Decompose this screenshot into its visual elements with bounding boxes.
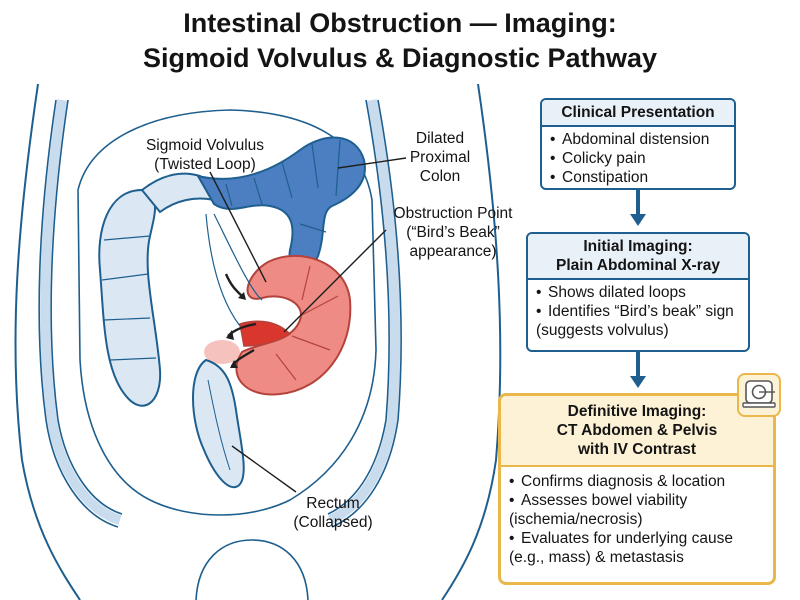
dilated-colon-haustra <box>225 139 341 233</box>
heading-line: Plain Abdominal X-ray <box>556 257 720 274</box>
bullet: • <box>536 284 542 301</box>
page-title: Intestinal Obstruction — Imaging: Sigmoi… <box>0 6 800 76</box>
list-item: • Evaluates for underlying cause <box>509 529 767 548</box>
rectum <box>192 358 245 489</box>
bullet: • <box>509 530 515 547</box>
clinical-presentation-box: Clinical Presentation • Abdominal distens… <box>540 98 736 190</box>
obstruction-point <box>239 320 292 347</box>
heading-line: Initial Imaging: <box>583 238 693 255</box>
abdominal-wall-right <box>327 99 401 525</box>
label-line: Dilated <box>415 130 465 147</box>
ascending-colon <box>98 188 162 407</box>
clinical-presentation-heading: Clinical Presentation <box>542 100 734 127</box>
body-outline <box>14 83 81 600</box>
bullet: • <box>509 473 515 490</box>
label-line: (Twisted Loop) <box>154 156 256 173</box>
rectum-leader-line <box>231 445 297 493</box>
initial-imaging-box: Initial Imaging: Plain Abdominal X-ray •… <box>526 232 750 352</box>
bullet: • <box>536 303 542 320</box>
list-item-text: Abdominal distension <box>562 131 710 148</box>
bullet: • <box>509 492 515 509</box>
volvulus-haustra <box>275 265 339 381</box>
definitive-imaging-heading: Definitive Imaging: CT Abdomen & Pelvis … <box>501 396 773 467</box>
curved-arrow-icon-1 <box>224 273 246 300</box>
ct-scanner-icon <box>737 373 781 417</box>
list-item-text: Evaluates for underlying cause <box>521 530 733 547</box>
list-item-text: Identifies “Bird’s beak” sign <box>548 303 734 320</box>
list-item-text: Constipation <box>562 169 649 186</box>
list-item-continuation: (e.g., mass) & metastasis <box>509 549 684 566</box>
mesentery-lines <box>205 213 263 327</box>
volvulus-leader-line <box>209 171 267 283</box>
arrow-down-icon-head <box>630 376 646 388</box>
arrow-down-icon <box>636 190 640 216</box>
list-item: • Shows dilated loops <box>536 283 742 302</box>
abdominal-wall-left-inner <box>50 99 123 515</box>
bullet: • <box>550 131 556 148</box>
definitive-imaging-list: • Confirms diagnosis & location • Assesses… <box>501 467 773 571</box>
list-item-text: Shows dilated loops <box>548 284 686 301</box>
list-item: • Identifies “Bird’s beak” sign <box>536 302 742 321</box>
clinical-presentation-list: • Abdominal distension • Colicky pain • Con… <box>542 127 734 188</box>
label-line: Rectum <box>306 495 360 512</box>
abdominal-wall-left-edge <box>38 99 119 528</box>
abdominal-wall-right-inner <box>327 99 390 515</box>
list-item-continuation: (suggests volvulus) <box>536 322 669 339</box>
heading-line: CT Abdomen & Pelvis <box>556 422 718 439</box>
obstruction-leader-line <box>283 229 387 333</box>
label-dilated-proximal-colon: Dilated Proximal Colon <box>390 129 490 186</box>
label-line: (Collapsed) <box>293 514 373 531</box>
dilated-leader-line <box>337 157 407 169</box>
label-line: appearance) <box>409 243 497 260</box>
list-item: • Constipation <box>550 168 728 187</box>
heading-line: with IV Contrast <box>578 441 696 458</box>
title-line-1: Intestinal Obstruction — Imaging: <box>183 8 617 38</box>
sigmoid-volvulus-loop <box>235 254 352 396</box>
definitive-imaging-box: Definitive Imaging: CT Abdomen & Pelvis … <box>498 393 776 585</box>
list-item: • Abdominal distension <box>550 130 728 149</box>
curved-arrow-icon-3 <box>230 348 255 368</box>
label-line: Proximal <box>409 149 471 166</box>
obstruction-glow <box>204 340 240 364</box>
arrow-down-icon-head <box>630 214 646 226</box>
list-item-text: Confirms diagnosis & location <box>521 473 726 490</box>
ascending-colon-haustra <box>101 235 157 361</box>
pelvic-outline <box>195 539 309 600</box>
list-item-continuation: (ischemia/necrosis) <box>509 511 643 528</box>
abdominal-wall-left <box>40 99 122 525</box>
rectum-folds <box>207 379 231 471</box>
label-rectum: Rectum (Collapsed) <box>278 494 388 532</box>
list-item: • Assesses bowel viability <box>509 491 767 510</box>
label-sigmoid-volvulus: Sigmoid Volvulus (Twisted Loop) <box>130 136 280 174</box>
peritoneal-cavity <box>77 109 377 516</box>
list-item-text: Colicky pain <box>562 150 646 167</box>
label-obstruction-point: Obstruction Point (“Bird’s Beak” appeara… <box>383 204 523 261</box>
initial-imaging-list: • Shows dilated loops • Identifies “Bird’s… <box>528 280 748 344</box>
label-line: Sigmoid Volvulus <box>145 137 265 154</box>
list-item: • Confirms diagnosis & location <box>509 472 767 491</box>
title-line-2: Sigmoid Volvulus & Diagnostic Pathway <box>142 43 658 73</box>
bullet: • <box>550 150 556 167</box>
curved-arrow-icon-2 <box>226 322 257 340</box>
label-line: (“Bird’s Beak” <box>406 224 500 241</box>
list-item-text: Assesses bowel viability <box>521 492 688 509</box>
heading-line: Definitive Imaging: <box>567 403 707 420</box>
dilated-proximal-colon <box>195 136 366 270</box>
bullet: • <box>550 169 556 186</box>
abdominal-wall-right-edge <box>331 99 402 528</box>
arrow-down-icon <box>636 352 640 378</box>
list-item: • Colicky pain <box>550 149 728 168</box>
label-line: Obstruction Point <box>393 205 513 222</box>
label-line: Colon <box>419 168 461 185</box>
initial-imaging-heading: Initial Imaging: Plain Abdominal X-ray <box>528 234 748 280</box>
